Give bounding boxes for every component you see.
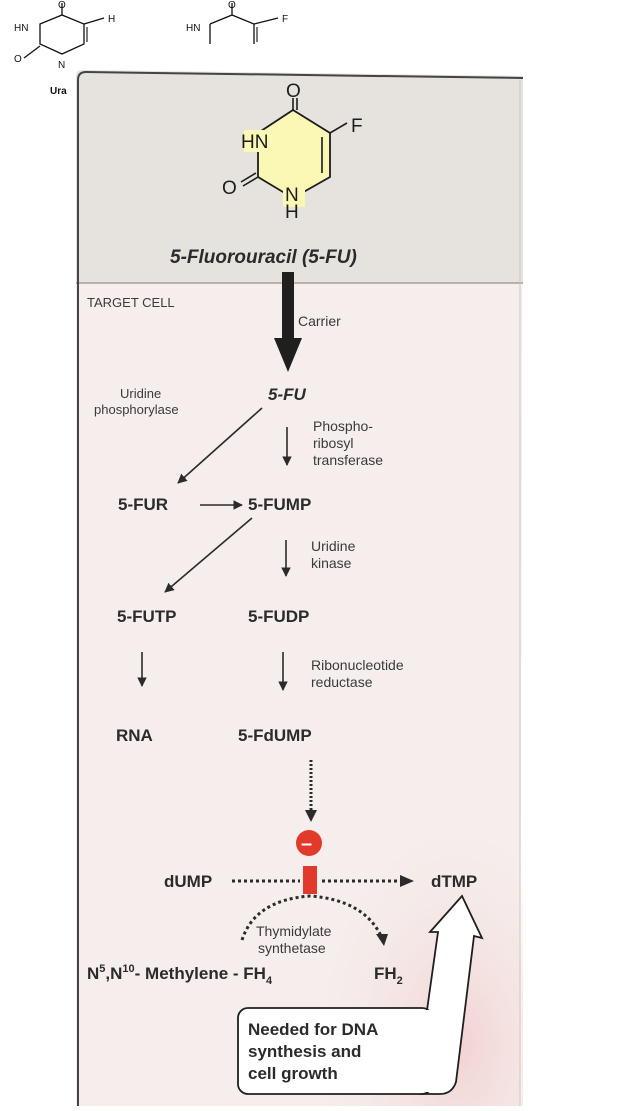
fh2-label: FH2 xyxy=(374,964,403,987)
ring-n: N xyxy=(285,185,299,206)
callout-line-3: cell growth xyxy=(248,1064,338,1083)
dna-synthesis-callout: Needed for DNA synthesis and cell growth xyxy=(237,894,484,1095)
drug-name: 5-Fluorouracil (5-FU) xyxy=(170,247,357,268)
arrow-fump-to-futp xyxy=(164,517,253,593)
label-ribonucleotide-2: reductase xyxy=(311,674,373,690)
node-dtmp: dTMP xyxy=(431,872,477,891)
label-phosphoribosyl-1: Phospho- xyxy=(313,418,373,434)
uracil-caption: Ura xyxy=(50,86,67,97)
ring-o-top: O xyxy=(286,81,301,102)
label-phosphoribosyl-3: transferase xyxy=(313,452,383,468)
cofactor-curved-arrow xyxy=(240,894,384,941)
node-5futp: 5-FUTP xyxy=(117,607,177,626)
small-fu-o: O xyxy=(228,0,236,11)
node-5fudp: 5-FUDP xyxy=(248,607,309,626)
carrier-label: Carrier xyxy=(298,313,341,329)
fluorouracil-small-structure: O HN F xyxy=(186,0,288,44)
node-rna: RNA xyxy=(116,726,153,745)
label-uridine-phosphorylase-1: Uridine xyxy=(120,386,161,401)
label-uridine-phosphorylase-2: phosphorylase xyxy=(94,402,179,417)
uracil-o-top: O xyxy=(58,0,66,11)
label-phosphoribosyl-2: ribosyl xyxy=(313,435,353,451)
node-5fur: 5-FUR xyxy=(118,495,168,514)
label-thymidylate-2: synthetase xyxy=(258,940,326,956)
fluorouracil-structure: O HN F O N H xyxy=(222,81,363,223)
uracil-structure: O HN H O N Ura xyxy=(14,0,115,97)
label-thymidylate-1: Thymidylate xyxy=(256,923,332,939)
small-fu-hn: HN xyxy=(186,23,200,34)
node-5fump: 5-FUMP xyxy=(248,495,311,514)
arrow-fu-to-fur xyxy=(177,407,263,484)
node-5fdump: 5-FdUMP xyxy=(238,726,312,745)
inhibition-sign: – xyxy=(296,830,322,894)
ring-hn: HN xyxy=(241,132,268,153)
uracil-n: N xyxy=(58,60,65,71)
node-dump: dUMP xyxy=(164,872,212,891)
minus-symbol: – xyxy=(301,833,312,855)
ring-f: F xyxy=(351,116,363,137)
target-cell-label: TARGET CELL xyxy=(87,295,175,310)
callout-line-1: Needed for DNA xyxy=(248,1020,378,1039)
label-ribonucleotide-1: Ribonucleotide xyxy=(311,657,404,673)
uracil-o-left: O xyxy=(14,54,22,65)
uracil-hn: HN xyxy=(14,23,28,34)
uracil-h: H xyxy=(108,14,115,25)
cofactor-label: N5,N10- Methylene - FH4 xyxy=(87,963,273,987)
node-5fu: 5-FU xyxy=(268,385,307,404)
callout-line-2: synthesis and xyxy=(248,1042,361,1061)
main-panel xyxy=(76,70,524,1106)
label-uridine-kinase-1: Uridine xyxy=(311,538,356,554)
small-fu-f: F xyxy=(282,14,288,25)
carrier-arrow xyxy=(274,272,302,372)
inhibition-bar xyxy=(303,866,317,894)
svg-text:FH2: FH2 xyxy=(374,964,403,987)
ring-h: H xyxy=(285,202,299,223)
svg-text:N5,N10- Methylene - FH4: N5,N10- Methylene - FH4 xyxy=(87,963,273,987)
label-uridine-kinase-2: kinase xyxy=(311,555,352,571)
ring-o-left: O xyxy=(222,178,237,199)
